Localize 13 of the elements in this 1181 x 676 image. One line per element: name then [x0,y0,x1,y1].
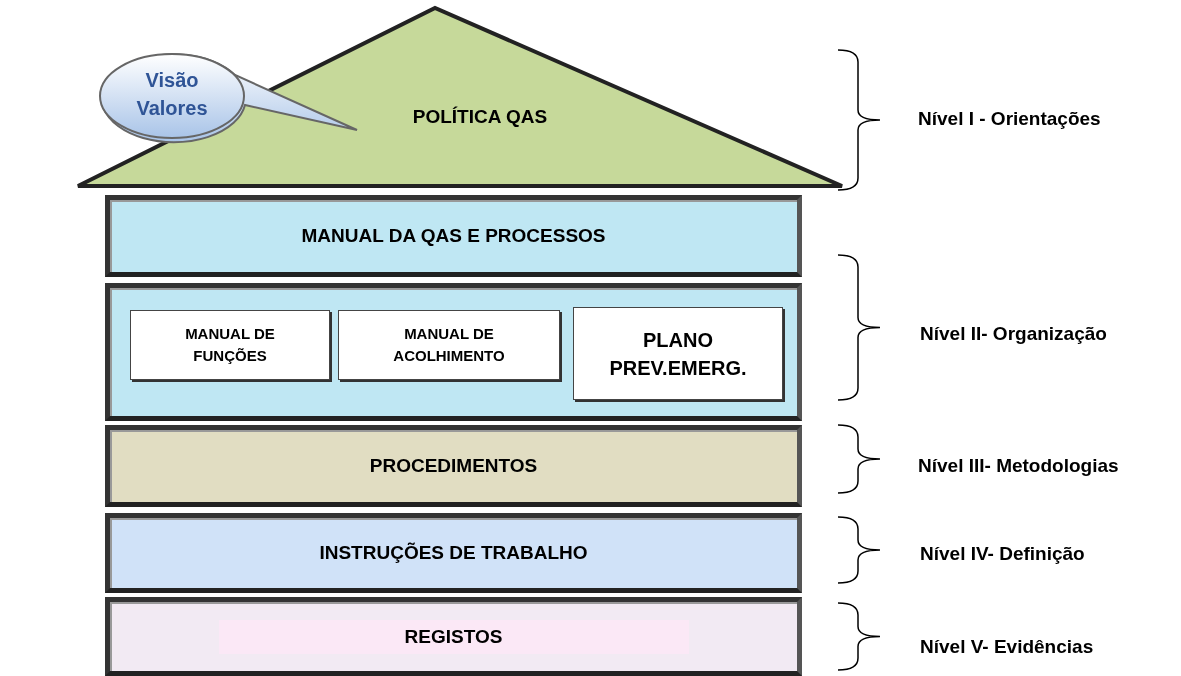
layer-box [105,283,802,421]
document-box: MANUAL DE FUNÇÕES [130,310,330,380]
level-label: Nível III- Metodologias [918,455,1119,477]
level-label: Nível II- Organização [920,323,1107,345]
layer-box: MANUAL DA QAS E PROCESSOS [105,195,802,277]
document-box: PLANO PREV.EMERG. [573,307,783,400]
layer-box: REGISTOS [105,597,802,676]
layer-box: INSTRUÇÕES DE TRABALHO [105,513,802,593]
level-label: Nível V- Evidências [920,636,1094,658]
document-box: MANUAL DE ACOLHIMENTO [338,310,560,380]
level-label: Nível I - Orientações [918,108,1101,130]
level-label: Nível IV- Definição [920,543,1085,565]
layer-box: PROCEDIMENTOS [105,425,802,507]
